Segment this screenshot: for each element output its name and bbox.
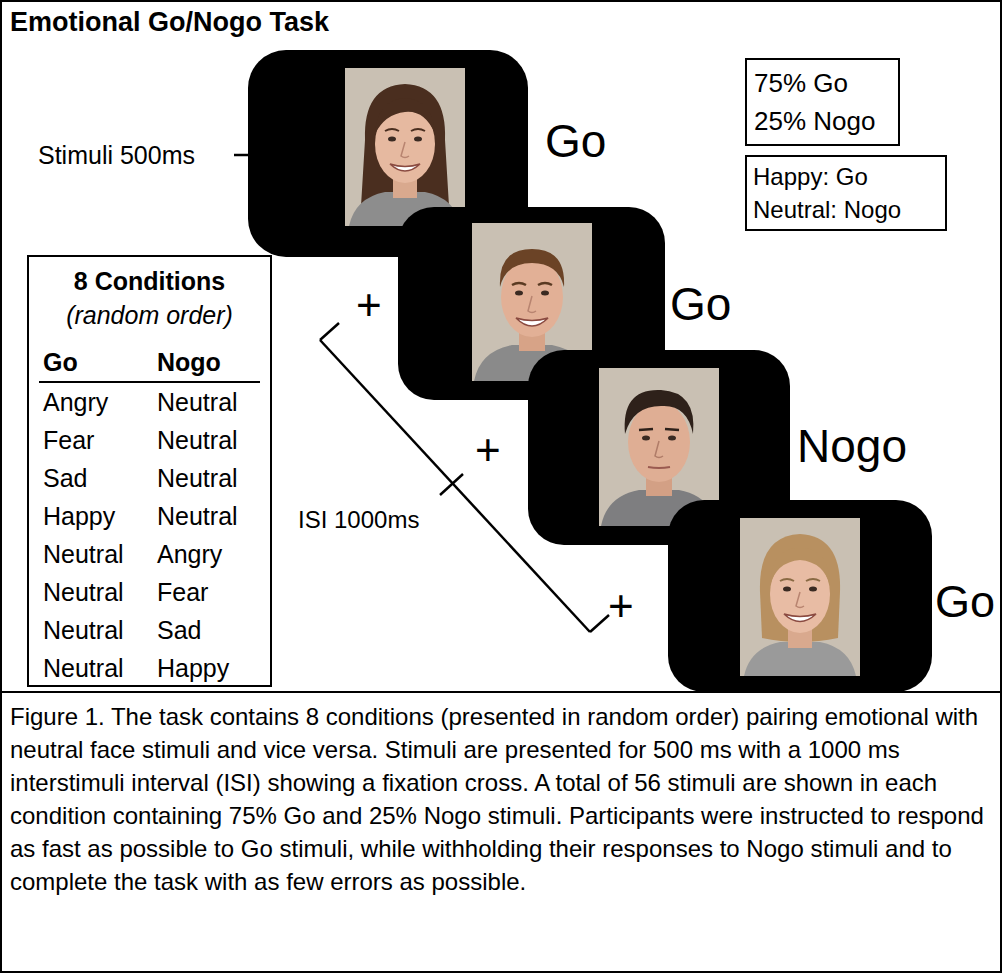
column-header: Go — [43, 350, 78, 375]
stimulus-label: Nogo — [797, 423, 907, 469]
fixation-cross: + — [475, 428, 501, 472]
table-cell: Happy — [43, 504, 115, 529]
table-cell: Neutral — [157, 390, 238, 415]
table-cell: Neutral — [43, 618, 124, 643]
info-box: 75% Go25% Nogo — [745, 58, 900, 146]
fixation-cross: + — [356, 283, 382, 327]
stimulus-label: Stimuli 500ms — [38, 143, 195, 168]
box-text: Happy: Go — [753, 160, 937, 193]
table-cell: Fear — [157, 580, 208, 605]
figure-caption: Figure 1. The task contains 8 conditions… — [10, 700, 993, 898]
table-cell: Neutral — [157, 428, 238, 453]
box-text: 25% Nogo — [754, 102, 889, 140]
table-cell: Happy — [157, 656, 229, 681]
table-heading: 8 Conditions — [29, 269, 270, 294]
conditions-table: 8 Conditions(random order)GoNogoAngryNeu… — [27, 255, 272, 687]
column-header: Nogo — [157, 350, 221, 375]
table-cell: Neutral — [43, 656, 124, 681]
table-cell: Fear — [43, 428, 94, 453]
table-heading: (random order) — [29, 303, 270, 328]
figure-title: Emotional Go/Nogo Task — [10, 9, 329, 36]
table-cell: Neutral — [43, 542, 124, 567]
table-cell: Neutral — [157, 466, 238, 491]
stimulus-label: Go — [935, 579, 995, 624]
face-card — [668, 500, 932, 692]
fixation-cross: + — [608, 584, 634, 628]
box-text: Neutral: Nogo — [753, 193, 937, 226]
header-rule — [39, 381, 260, 383]
stimulus-label: Go — [670, 281, 731, 327]
table-cell: Neutral — [43, 580, 124, 605]
table-cell: Neutral — [157, 504, 238, 529]
table-cell: Angry — [157, 542, 222, 567]
table-cell: Sad — [157, 618, 201, 643]
stimulus-label: ISI 1000ms — [298, 508, 419, 532]
table-cell: Sad — [43, 466, 87, 491]
box-text: 75% Go — [754, 64, 889, 102]
info-box: Happy: GoNeutral: Nogo — [745, 155, 947, 231]
stimulus-label: Go — [545, 118, 606, 164]
table-cell: Angry — [43, 390, 108, 415]
